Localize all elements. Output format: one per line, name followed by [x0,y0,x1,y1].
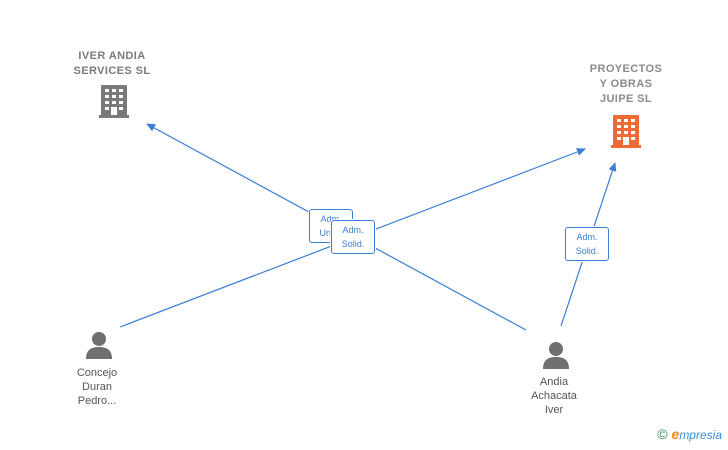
company-node-iver-andia[interactable]: IVER ANDIA SERVICES SL [52,49,172,79]
person-icon[interactable] [86,332,112,359]
brand-initial: e [671,426,680,442]
person-node-concejo[interactable]: Concejo Duran Pedro... [57,366,137,408]
brand-logo[interactable]: © empresia [657,426,722,442]
company-node-proyectos[interactable]: PROYECTOS Y OBRAS JUIPE SL [566,62,686,107]
building-icon[interactable] [611,115,641,148]
edge-label-adm-solid: Adm. Solid. [331,220,375,254]
building-icon[interactable] [99,85,129,118]
brand-name: mpresia [679,428,722,442]
person-name[interactable]: Andia Achacata Iver [531,376,577,416]
copyright-icon: © [657,426,668,442]
company-name[interactable]: IVER ANDIA SERVICES SL [73,50,151,77]
company-name[interactable]: PROYECTOS Y OBRAS JUIPE SL [589,63,663,105]
person-node-andia[interactable]: Andia Achacata Iver [514,375,594,417]
edge-label-adm-solid: Adm. Solid. [565,227,609,261]
person-name[interactable]: Concejo Duran Pedro... [76,367,118,407]
person-icon[interactable] [543,342,569,369]
